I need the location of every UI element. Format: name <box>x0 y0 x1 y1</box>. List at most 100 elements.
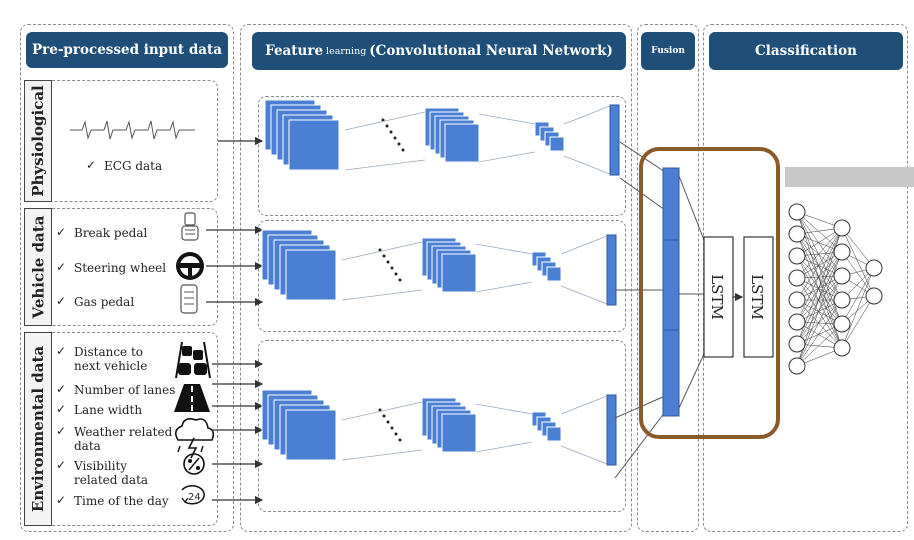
nn-edge <box>796 323 843 367</box>
nn-edge <box>796 233 843 277</box>
fusion-vector <box>662 167 680 417</box>
cnn-1-ellipsis-dot <box>389 130 393 134</box>
cnn-1-ellipsis-dot <box>385 124 389 128</box>
nn-node <box>788 291 806 309</box>
nn-node <box>788 247 806 265</box>
check-ecg: ✓ <box>86 158 97 172</box>
nn-edge <box>796 233 843 301</box>
nn-edge <box>796 251 843 279</box>
nn-edge <box>796 211 843 253</box>
nn-edge <box>796 255 843 349</box>
header-input-label: Pre-processed input data <box>31 42 223 58</box>
header-fusion: Fusion <box>641 32 695 70</box>
lstm-box-2 <box>743 236 774 358</box>
header-fusion-label: Fusion <box>651 46 685 56</box>
nn-edge <box>796 255 843 325</box>
cnn-3-conv2-layer <box>441 413 477 453</box>
cnn-2-connector <box>475 243 533 255</box>
check-visibility: ✓ <box>56 458 67 472</box>
nn-edge <box>841 227 875 269</box>
cnn-3-ellipsis-dot <box>390 426 394 430</box>
cnn-3-ellipsis-dot <box>386 420 390 424</box>
cnn-2-connector <box>475 281 533 293</box>
lstm-box-1 <box>703 236 734 358</box>
nn-edge <box>796 211 843 301</box>
lstm-label-2: LSTM <box>748 274 766 320</box>
cnn-frame-2 <box>258 220 626 332</box>
number-of-lanes-label: Number of lanes <box>74 383 176 397</box>
cnn-3-connector <box>475 441 533 453</box>
cnn-2-fc <box>606 234 617 306</box>
break-pedal-label: Break pedal <box>74 226 148 240</box>
lstm-label-1: LSTM <box>708 274 726 320</box>
cnn-1-connector <box>563 105 611 125</box>
cnn-2-conv3-layer <box>546 266 562 282</box>
nn-edge <box>796 233 843 325</box>
cnn-1-connector <box>344 111 426 131</box>
category-environmental: Environmental data <box>24 332 52 526</box>
cnn-2-conv2-layer <box>441 253 477 293</box>
cnn-2-ellipsis-dot <box>390 266 394 270</box>
nn-node <box>788 269 806 287</box>
cnn-3-ellipsis-dot <box>378 408 382 412</box>
cnn-2-connector <box>560 285 608 305</box>
header-input: Pre-processed input data <box>26 32 228 68</box>
weather-storm-icon <box>174 418 215 459</box>
nn-edge <box>841 267 875 325</box>
nn-edge <box>841 227 875 297</box>
brake-pedal-icon <box>181 212 199 241</box>
category-physiological: Physiological <box>24 80 52 202</box>
check-time: ✓ <box>56 493 67 507</box>
cnn-2-conv1-layer <box>285 249 337 301</box>
cnn-1-connector <box>344 159 426 171</box>
input-section-frame <box>20 24 234 532</box>
nn-node <box>788 313 806 331</box>
cnn-3-ellipsis-dot <box>398 438 402 442</box>
header-classification-label: Classification <box>755 43 857 59</box>
visibility-label: Visibility related data <box>74 459 149 487</box>
ecg-data-label: ECG data <box>104 159 163 173</box>
nn-edge <box>796 299 843 345</box>
cnn-3-conv1-layer <box>285 409 337 461</box>
cnn-1-conv3-layer <box>549 136 565 152</box>
nn-edge <box>796 227 843 279</box>
header-feature-label: Feature <box>265 43 324 59</box>
nn-edge <box>796 277 843 325</box>
cnn-2-ellipsis-dot <box>386 260 390 264</box>
nn-node <box>833 315 851 333</box>
feature-section-frame <box>240 24 632 532</box>
nn-edge <box>796 275 843 323</box>
gas-pedal-icon <box>180 284 198 314</box>
visibility-icon <box>183 453 205 475</box>
nn-edge <box>796 227 843 323</box>
nn-edge <box>796 299 843 367</box>
cnn-2-connector <box>341 241 423 261</box>
nn-edge <box>796 299 843 349</box>
nn-node <box>865 259 883 277</box>
cnn-1-ellipsis-dot <box>397 142 401 146</box>
cnn-1-ellipsis-dot <box>401 148 405 152</box>
check-weather: ✓ <box>56 424 67 438</box>
nn-node <box>833 219 851 237</box>
nn-edge <box>841 251 875 297</box>
cnn-3-connector <box>341 449 423 461</box>
cnn-3-ellipsis-dot <box>394 432 398 436</box>
nn-node <box>788 225 806 243</box>
header-classification: Classification <box>709 32 903 70</box>
check-lane-width: ✓ <box>56 402 67 416</box>
check-break: ✓ <box>56 225 67 239</box>
cnn-3-connector <box>560 395 608 415</box>
cnn-frame-1 <box>258 96 626 216</box>
category-vehicle: Vehicle data <box>24 208 52 326</box>
nn-edge <box>841 295 875 349</box>
cnn-3-connector <box>560 445 608 465</box>
check-lanes: ✓ <box>56 382 67 396</box>
header-feature: Feature learning (Convolutional Neural N… <box>252 32 626 70</box>
cnn-1-conv2-layer <box>444 123 480 163</box>
cnn-3-ellipsis-dot <box>382 414 386 418</box>
cnn-1-ellipsis-dot <box>393 136 397 140</box>
cnn-3-connector <box>341 401 423 421</box>
